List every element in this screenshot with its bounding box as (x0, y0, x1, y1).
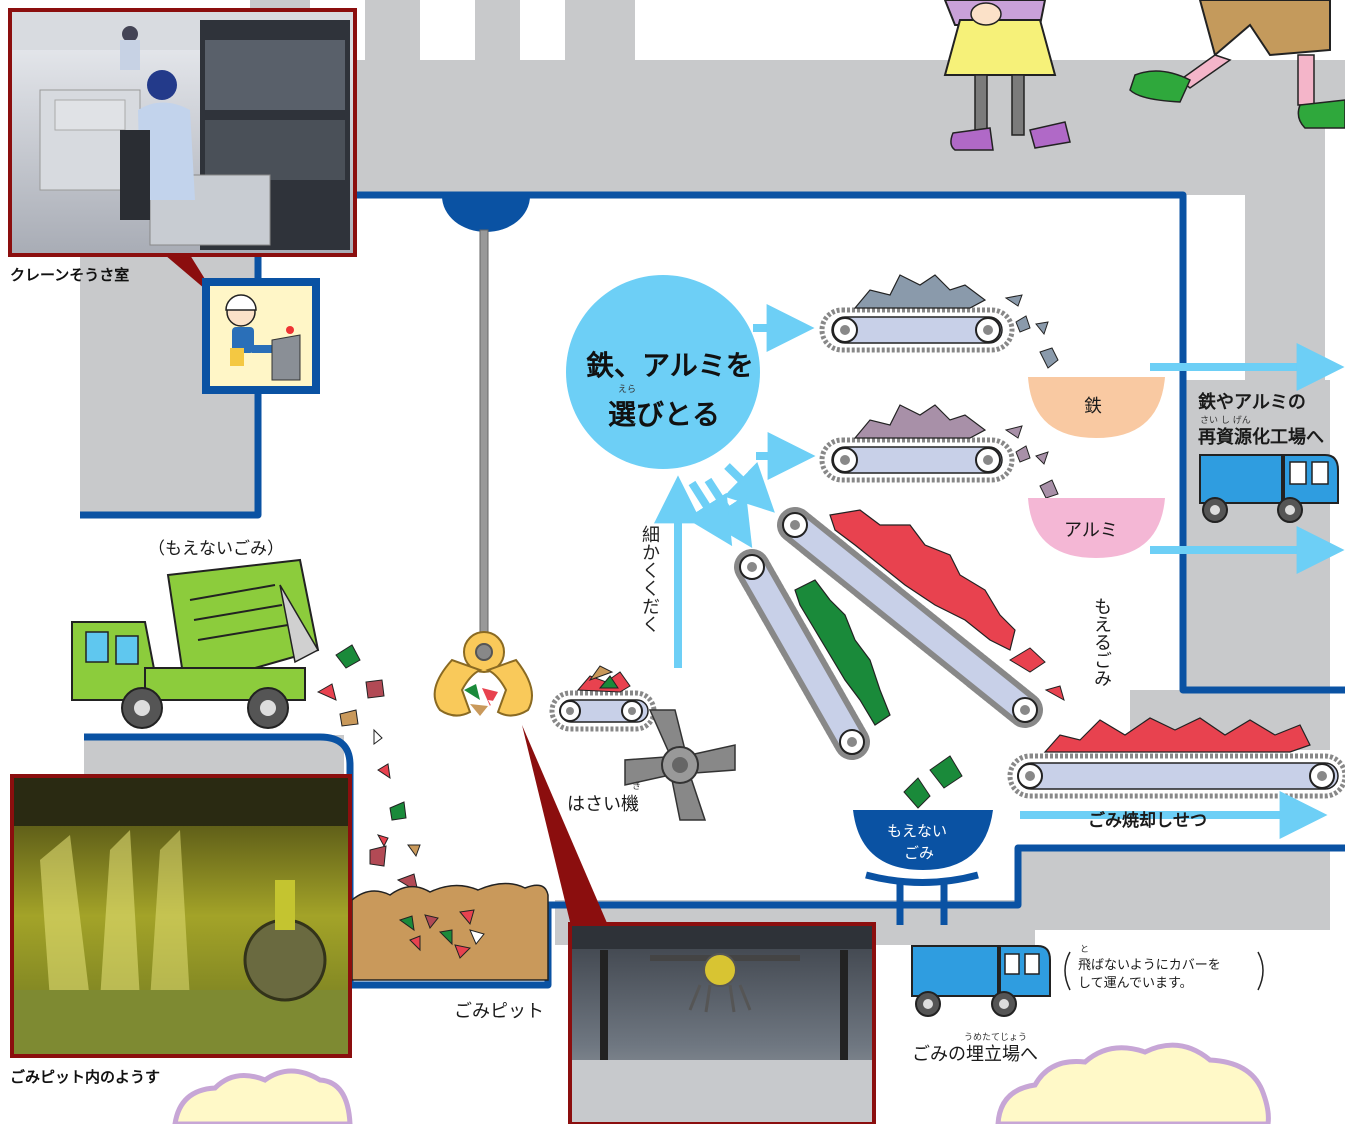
select-title-line1: 鉄、アルミを (586, 349, 754, 382)
crane-room-photo (10, 10, 355, 255)
crane-rail-hub (442, 196, 530, 232)
crusher-machine (624, 709, 736, 821)
nonburn-debris-green (903, 755, 963, 809)
pit-photo-frame (10, 774, 352, 1058)
incinerator-conveyor (1007, 717, 1345, 799)
girl-character (943, 0, 1071, 151)
nonburnable-top-label: （もえないごみ） (148, 539, 284, 559)
landfill-label: ごみの埋立場へ (912, 1044, 1038, 1065)
recycle-label-line1: 鉄やアルミの (1198, 392, 1306, 413)
crane-claw (433, 631, 533, 717)
flow-arrows (654, 304, 1345, 839)
crane-room-caption: クレーンそうさ室 (10, 266, 129, 284)
cover-note-bracket-left (1064, 951, 1071, 991)
crusher-label: はさい機 (567, 794, 639, 815)
select-ruby: えら (618, 385, 637, 395)
pit-photo (12, 776, 350, 1056)
nonburn-bowl-label-line1: もえない (887, 822, 948, 840)
nonburnable-bowl (853, 810, 993, 870)
building-walls (80, 0, 1345, 945)
cloud-bottom-left (172, 1068, 353, 1124)
cover-ruby: と (1080, 945, 1090, 955)
falling-debris (316, 644, 421, 894)
cover-note-bracket-right (1257, 951, 1264, 991)
iron-label: 鉄 (1084, 396, 1102, 417)
iron-conveyor (819, 274, 1059, 369)
cloud-bottom-right (995, 1042, 1271, 1124)
recycle-label-line2: 再資源化工場へ (1198, 427, 1324, 448)
nonburnable-conveyor-diagonal (734, 549, 891, 760)
recycle-ruby: さい し げん (1200, 416, 1251, 426)
aluminum-label: アルミ (1064, 520, 1118, 541)
crusher-ruby: き (632, 782, 642, 792)
crusher-conveyor (549, 665, 657, 732)
aluminum-bowl (1028, 498, 1165, 558)
pit-photo-pointer (522, 725, 610, 930)
burnable-vertical-label: もえるごみ (1091, 597, 1112, 687)
select-circle (566, 275, 760, 469)
garbage-pit (351, 882, 549, 981)
crane-photo (570, 924, 874, 1124)
pit-label: ごみピット (454, 1001, 544, 1022)
select-title-line2: 選びとる (608, 398, 721, 431)
boy-character (1129, 0, 1345, 129)
crane-photo-frame (568, 922, 876, 1124)
cover-note-line2: して運んでいます。 (1078, 976, 1193, 991)
landfill-ruby: うめたてじょう (964, 1033, 1028, 1043)
crush-vertical-label: 細かくくだく (639, 525, 660, 633)
crane-cable (479, 229, 489, 641)
burnable-conveyor-diagonal (777, 507, 1065, 728)
recycling-truck (1199, 454, 1339, 523)
operator-icon (202, 278, 320, 394)
incinerator-label: ごみ焼却しせつ (1088, 811, 1207, 831)
nonburn-bowl-label-line2: ごみ (904, 844, 935, 862)
dump-truck-green (71, 558, 320, 729)
pit-inside-caption: ごみピット内のようす (10, 1068, 160, 1086)
landfill-truck (911, 945, 1051, 1017)
nonburnable-chute (865, 871, 979, 925)
cover-note-line1: 飛ばないようにカバーを (1078, 958, 1221, 973)
iron-bowl (1028, 377, 1165, 438)
aluminum-conveyor (819, 404, 1059, 499)
